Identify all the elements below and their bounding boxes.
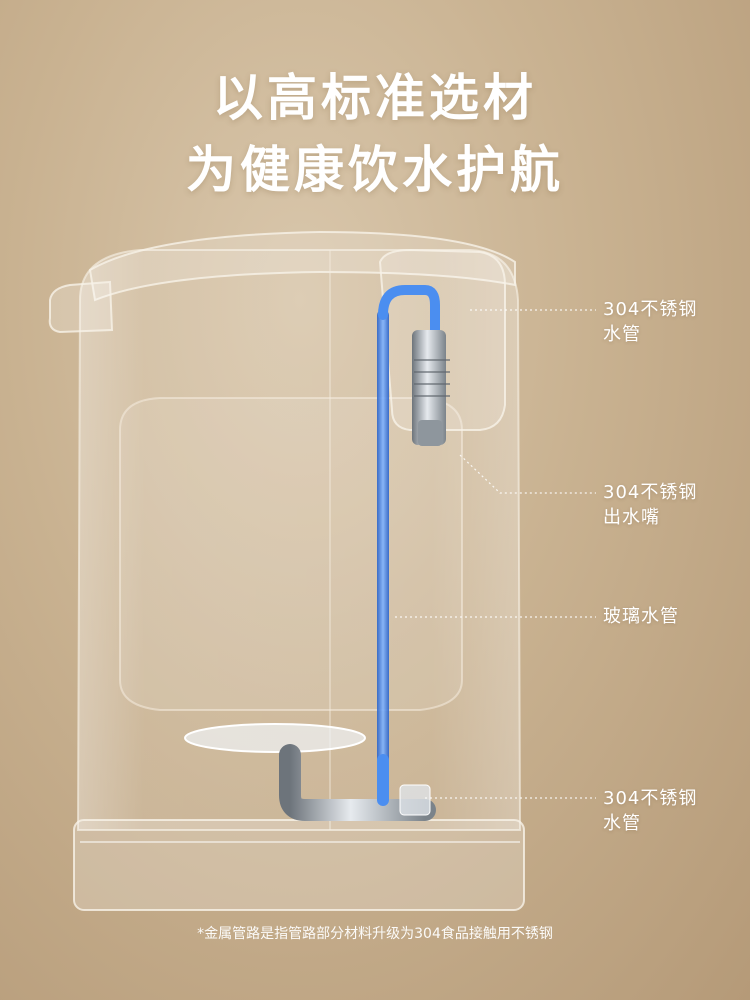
callout-steel-pipe-bottom: 304不锈钢 水管 [603,786,697,836]
callout-1-line-2: 水管 [603,324,641,345]
steel-spout [412,330,446,445]
steel-water-pipe-top [378,285,440,335]
glass-liner [119,397,463,711]
callout-3-line-1: 玻璃水管 [603,606,679,627]
lid-tab [48,280,114,334]
callout-2-line-1: 304不锈钢 [603,482,698,503]
kettle-lid [88,230,516,302]
kettle-base [73,819,525,911]
footnote: *金属管路是指管路部分材料升级为304食品接触用不锈钢 [197,926,553,942]
headline-line-2: 为健康饮水护航 [186,141,564,199]
callout-4-line-2: 水管 [603,813,641,834]
headline-line-1: 以高标准选材 [213,69,537,127]
callout-steel-spout: 304不锈钢 出水嘴 [603,480,697,530]
glass-water-pipe [377,310,389,770]
callout-steel-pipe-top: 304不锈钢 水管 [603,297,697,347]
heating-plate [184,723,366,753]
callout-1-line-1: 304不锈钢 [603,299,698,320]
callout-leaders [395,309,596,799]
callout-glass-pipe: 玻璃水管 [603,604,679,629]
steel-water-pipe-bottom [279,744,436,821]
leader-line-2 [459,454,596,494]
callout-2-line-2: 出水嘴 [603,507,660,528]
kettle-body [76,249,522,831]
callout-4-line-1: 304不锈钢 [603,788,698,809]
